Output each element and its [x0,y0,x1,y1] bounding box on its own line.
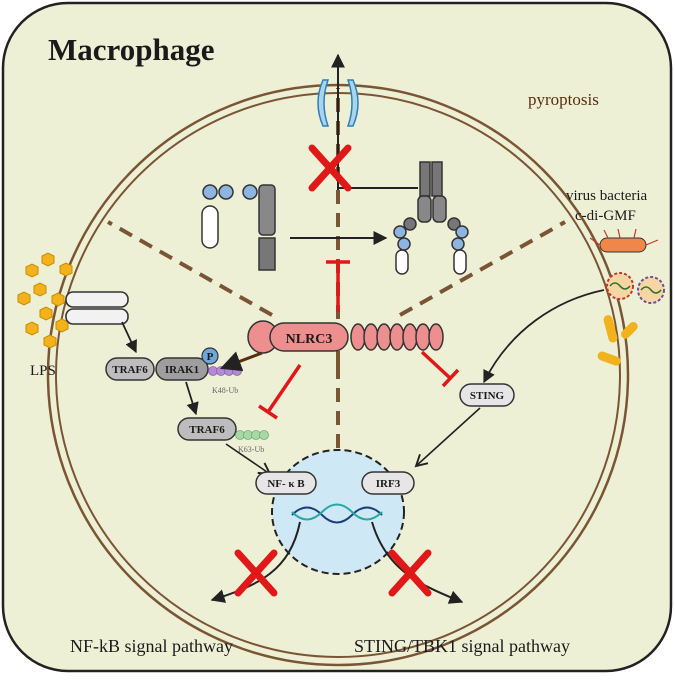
traf6-k63-label: TRAF6 [189,424,225,436]
inhibit-inflammasome [326,260,350,312]
phospho-label: P [207,351,214,363]
virus-icon-2 [637,276,665,304]
irf3-node [361,471,415,495]
dna-icon [291,503,383,524]
sting-pathway-label: STING/TBK1 signal pathway [354,636,570,656]
tlr4-receptor-icon [65,291,129,325]
lps-label: LPS [30,363,56,379]
block-nfkb-pathway-icon [234,549,278,597]
virus-icon-1 [606,272,634,300]
irak1-node [155,357,209,381]
lps-molecules-icon [17,252,73,349]
irak1-to-traf6-arrow [185,381,199,416]
irak1-label: IRAK1 [165,364,199,376]
traf6-label: TRAF6 [112,364,148,376]
nlrc3-label: NLRC3 [286,332,333,347]
block-pyroptosis-icon [308,144,352,192]
block-sting-pathway-icon [388,549,432,597]
nfkb-output-arrow [210,521,301,603]
bacteria-icon [589,228,659,253]
k63-ubiquitin-chain-icon [235,430,269,440]
irf3-label: IRF3 [376,478,401,490]
nfkb-pathway-label: NF-kB signal pathway [70,636,233,656]
k48-label: K48-Ub [212,386,238,395]
nlrc3-protein-icon [247,320,444,354]
pyroptosis-label: pyroptosis [528,90,599,109]
membrane-pore-icon [317,79,359,127]
sting-node [459,383,515,407]
page-title: Macrophage [48,32,214,67]
phosphorylation-icon [201,347,219,365]
inhibit-traf6 [258,364,302,420]
nlrc3-to-irak1-arrow [220,351,263,372]
inflammasome-assembled-icon [393,161,469,275]
pathogen-to-sting-arrow [483,289,605,384]
nfkb-node [255,471,317,495]
tlr4-to-traf6-arrow [121,321,137,354]
k63-label: K63-Ub [238,445,264,454]
sting-to-irf3-arrow [414,407,481,468]
nucleus [271,449,405,575]
traf6-node [105,357,155,381]
virus-bacteria-label: virus bacteria [566,188,648,204]
traf6-to-nfkb-arrow [225,443,272,476]
c-di-gmf-molecule-icon [597,315,638,366]
nfkb-label: NF- κ B [267,478,305,490]
traf6-k63-node [177,417,237,441]
c-di-gmf-label: c-di-GMF [575,208,636,224]
sting-label: STING [470,390,505,402]
inflammasome-monomers-icon [201,184,276,271]
inhibit-sting [420,350,460,388]
